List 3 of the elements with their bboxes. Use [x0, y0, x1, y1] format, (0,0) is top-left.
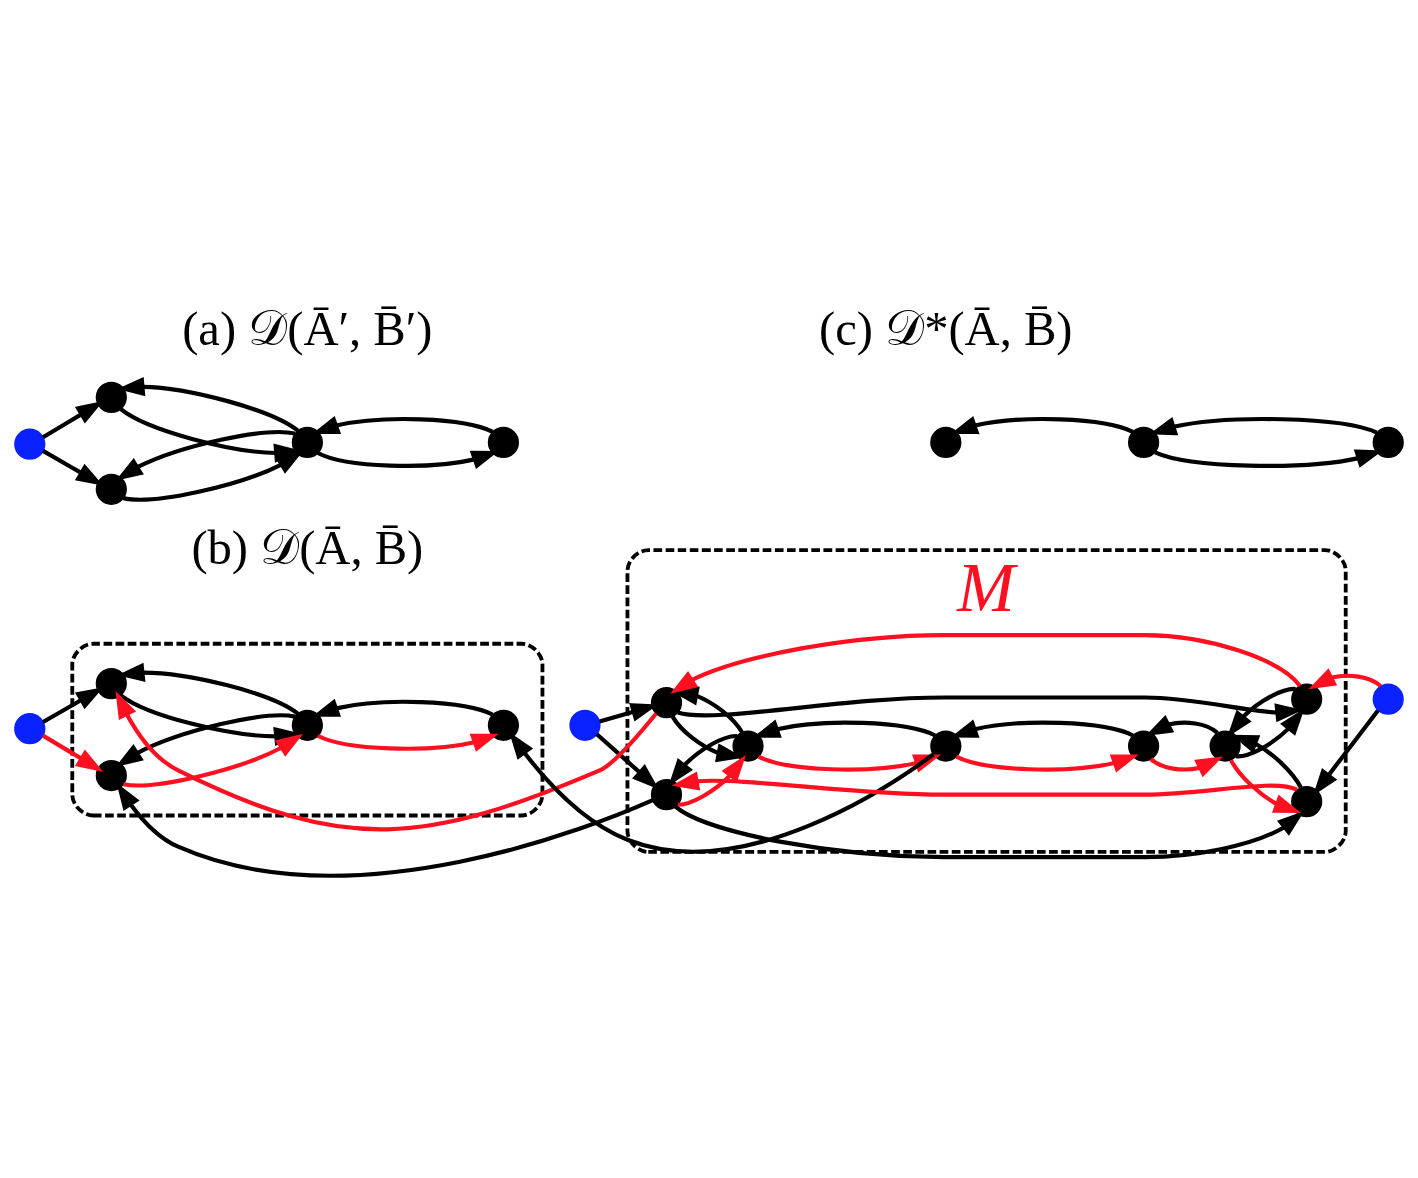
label: (c) 𝒟*(Ā, B̄) [819, 302, 1073, 357]
label: (a) 𝒟(Ā′, B̄′) [182, 302, 433, 357]
label: (b) 𝒟(Ā, B̄) [191, 520, 424, 575]
